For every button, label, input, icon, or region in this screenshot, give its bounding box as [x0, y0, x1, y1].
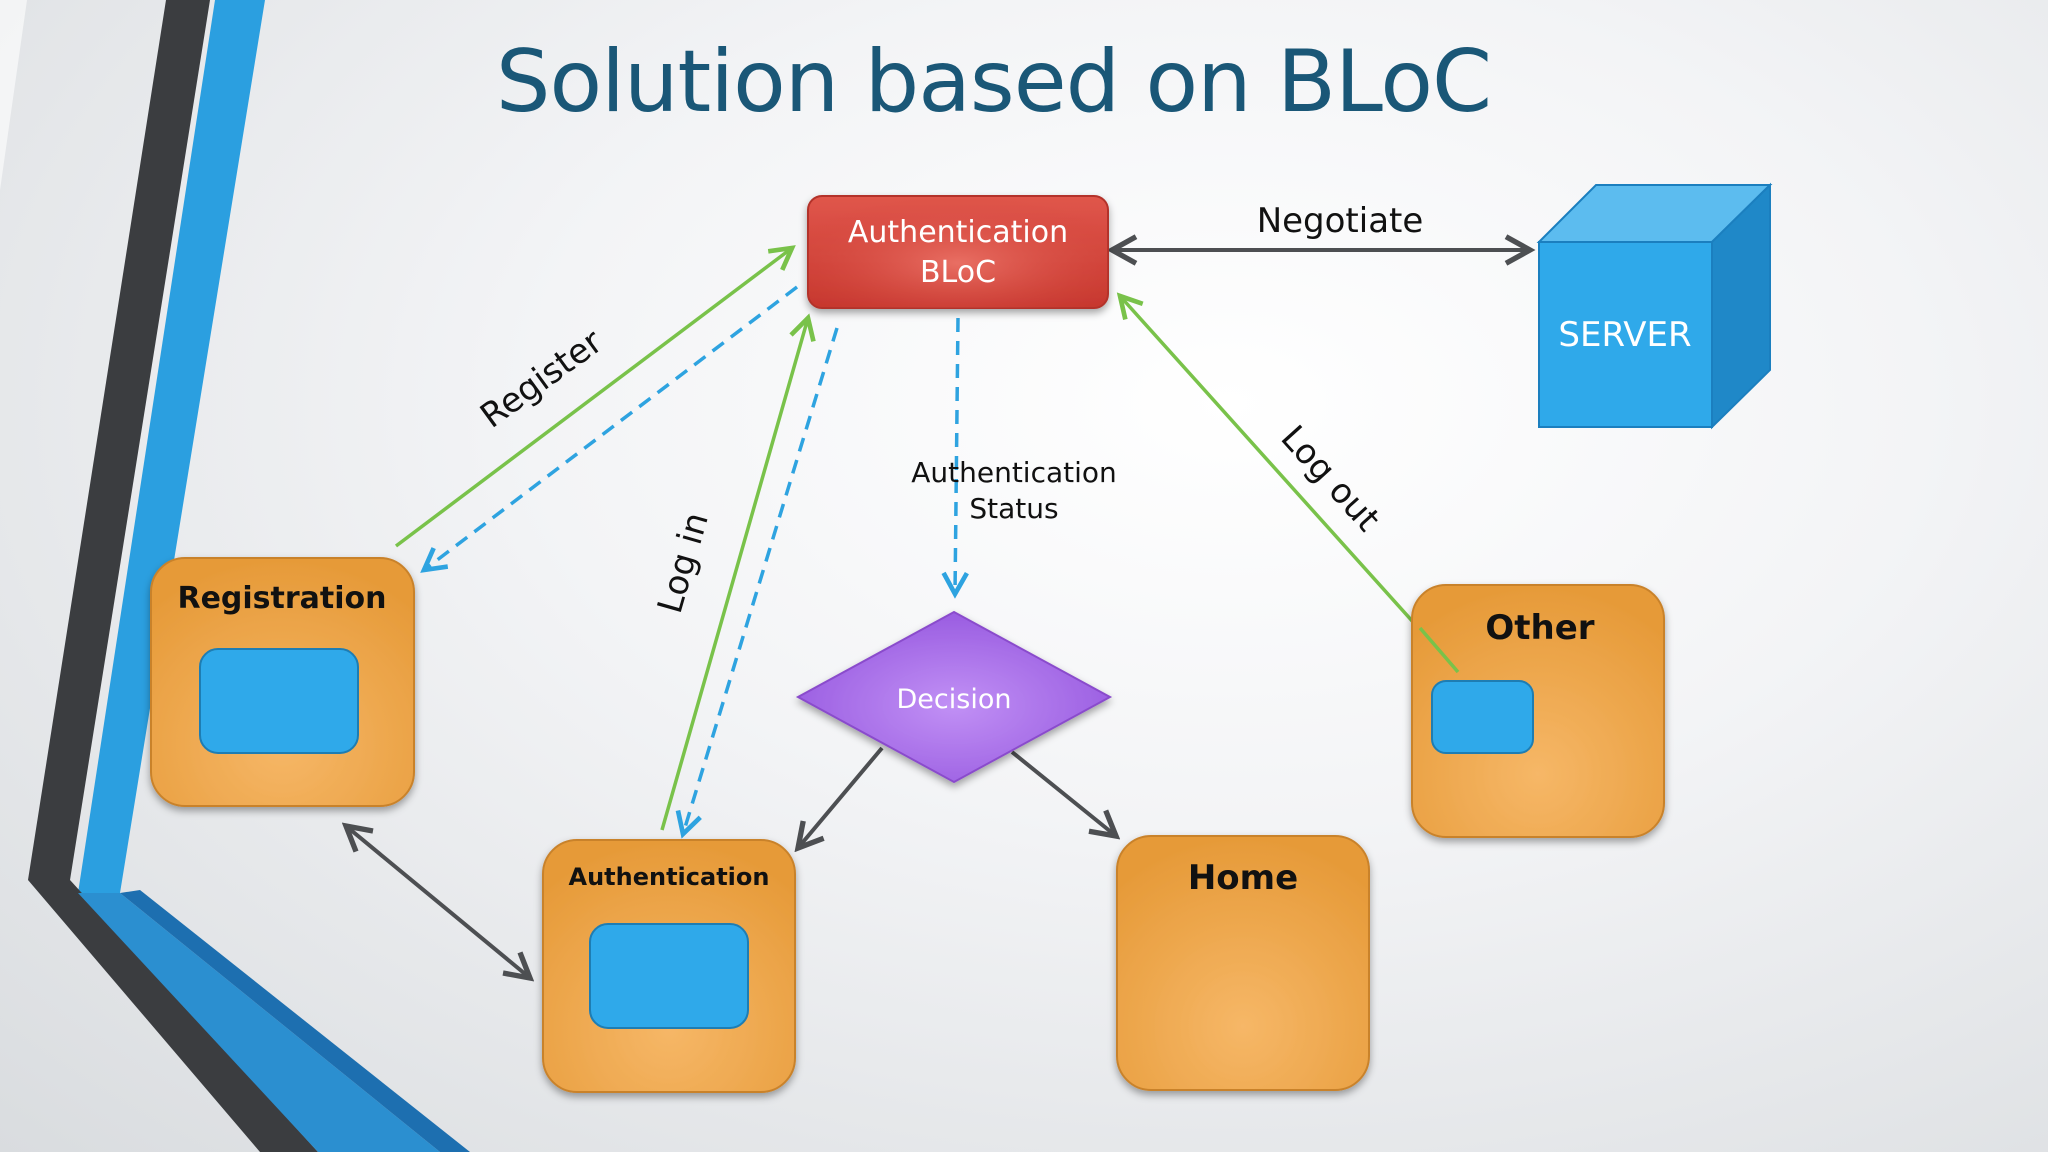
log-out-arrow: [1120, 296, 1460, 674]
registration-authentication-arrow: [346, 826, 530, 978]
authentication-node: Authentication: [542, 839, 796, 1093]
log-in-label: Log in: [650, 508, 717, 618]
register-label: Register: [473, 322, 610, 437]
server-cube-icon: SERVER: [1536, 182, 1773, 430]
server-label: SERVER: [1558, 315, 1691, 355]
decision-to-authentication-arrow: [798, 746, 884, 848]
left-accent-stripes: [0, 0, 470, 1152]
auth-status-label-line2: Status: [969, 492, 1058, 525]
decision-node: Decision: [795, 610, 1113, 784]
registration-inner-widget: [199, 648, 359, 754]
auth-bloc-label-line2: BLoC: [920, 255, 996, 290]
other-inner-widget: [1431, 680, 1534, 754]
auth-status-dashed-arrow: [955, 317, 958, 594]
registration-node: Registration: [150, 557, 415, 807]
home-label: Home: [1188, 858, 1298, 898]
bloc-to-registration-dashed-arrow: [424, 285, 799, 570]
bloc-to-authentication-dashed-arrow: [683, 327, 839, 834]
page-title: Solution based on BLoC: [495, 32, 1492, 132]
decision-label: Decision: [897, 684, 1012, 715]
authentication-inner-widget: [589, 923, 749, 1029]
auth-bloc-node: Authentication BLoC: [807, 195, 1109, 309]
home-node: Home: [1116, 835, 1370, 1091]
authentication-label: Authentication: [569, 863, 770, 891]
other-label: Other: [1485, 608, 1594, 648]
auth-bloc-label-line1: Authentication: [848, 215, 1068, 250]
decision-to-home-arrow: [1010, 750, 1116, 836]
registration-label: Registration: [177, 581, 386, 616]
auth-status-label-line1: Authentication: [911, 456, 1117, 489]
log-out-arrow-tail: [1418, 626, 1460, 674]
other-node: Other: [1411, 584, 1665, 838]
register-arrow: [394, 248, 792, 548]
log-out-label: Log out: [1273, 418, 1388, 539]
negotiate-label: Negotiate: [1257, 201, 1424, 241]
log-in-arrow: [660, 318, 808, 831]
